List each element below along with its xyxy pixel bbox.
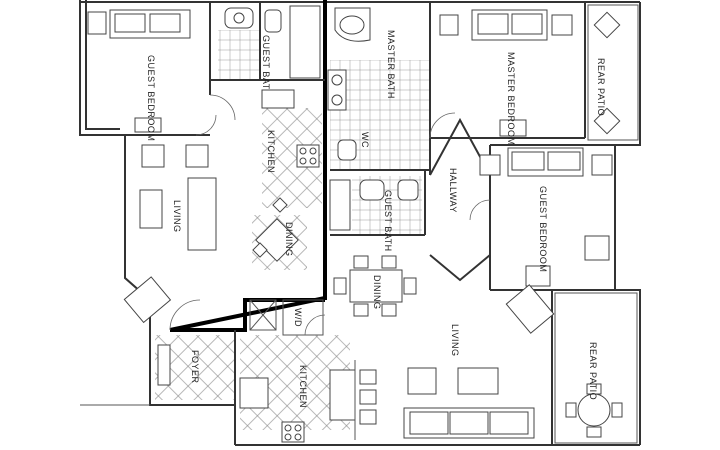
guest-bedroom-right: GUEST BEDROOM: [479, 144, 615, 291]
guest-bedroom-right-label: GUEST BEDROOM: [538, 186, 548, 272]
wc-label: WC: [360, 132, 370, 148]
rear-patio-top-label: REAR PATIO: [596, 58, 606, 116]
guest-bedroom-left-label: GUEST BEDROOM: [146, 55, 156, 141]
dining-right: DINING: [333, 255, 417, 317]
dining-left-label: DINING: [284, 222, 294, 257]
master-bath: MASTER BATH WC: [327, 2, 431, 175]
master-bedroom: MASTER BEDROOM: [430, 2, 586, 146]
living-left: LIVING: [123, 144, 217, 324]
living-right: LIVING: [403, 284, 555, 439]
kitchen-right: KITCHEN: [239, 335, 377, 443]
dining-left: DINING: [252, 197, 307, 270]
dining-right-label: DINING: [372, 275, 382, 310]
rear-patio-bottom: REAR PATIO: [554, 292, 638, 444]
hallway-label: HALLWAY: [448, 168, 458, 213]
foyer: FOYER: [155, 330, 236, 405]
kitchen-right-label: KITCHEN: [298, 365, 308, 408]
master-bath-label: MASTER BATH: [386, 30, 396, 99]
kitchen-left-label: KITCHEN: [266, 130, 276, 173]
guest-bath-top: GUEST BATH: [210, 2, 325, 97]
hallway: HALLWAY: [429, 117, 491, 282]
guest-bath-top-label: GUEST BATH: [261, 35, 271, 97]
living-right-label: LIVING: [450, 324, 460, 357]
living-left-label: LIVING: [172, 200, 182, 233]
master-bedroom-label: MASTER BEDROOM: [506, 52, 516, 146]
wd-label: W/D: [293, 308, 303, 327]
foyer-label: FOYER: [190, 350, 200, 384]
kitchen-left: KITCHEN: [261, 89, 322, 208]
rear-patio-bottom-label: REAR PATIO: [588, 342, 598, 400]
guest-bath-mid-label: GUEST BATH: [383, 190, 393, 252]
guest-bath-mid: GUEST BATH: [329, 170, 426, 252]
guest-bedroom-left: GUEST BEDROOM: [86, 2, 211, 141]
door-swings: [169, 94, 491, 336]
rear-patio-top: REAR PATIO: [587, 4, 639, 141]
